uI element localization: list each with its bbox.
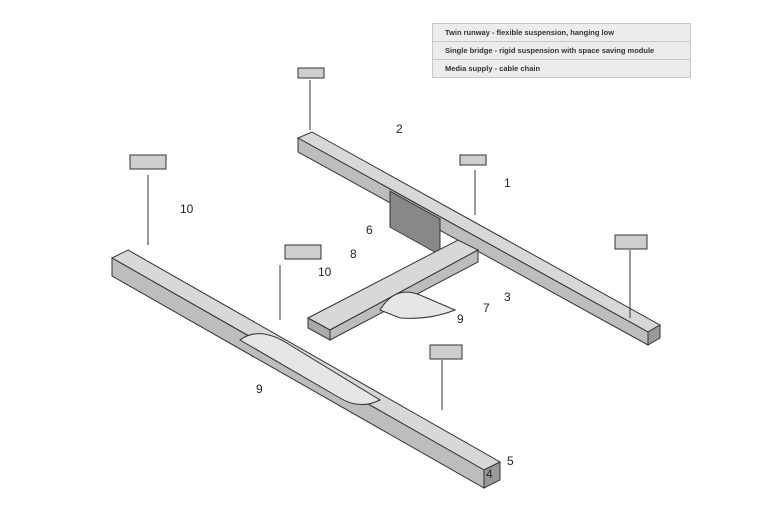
callout-label: 2 <box>396 122 403 136</box>
legend-row: Single bridge - rigid suspension with sp… <box>433 42 690 60</box>
suspensions <box>129 67 648 410</box>
cable-chain <box>379 291 457 319</box>
legend-row: Twin runway - flexible suspension, hangi… <box>433 24 690 42</box>
cable-chain <box>239 333 382 405</box>
callout-label: 10 <box>180 202 194 216</box>
module-plate <box>389 190 441 256</box>
legend-row: Media supply - cable chain <box>445 64 541 73</box>
callout-label: 5 <box>507 454 514 468</box>
bridge-beam <box>306 239 480 331</box>
callout-label: 3 <box>504 290 511 304</box>
callout-label: 4 <box>486 467 493 481</box>
callout-label: 10 <box>318 265 332 279</box>
callout-label: 7 <box>483 301 490 315</box>
callout-label: 9 <box>457 312 464 326</box>
callout-label: 6 <box>366 223 373 237</box>
callout-label: 9 <box>256 382 263 396</box>
callout-label: 8 <box>350 247 357 261</box>
legend-table: Twin runway - flexible suspension, hangi… <box>432 23 691 78</box>
callout-label: 1 <box>504 176 511 190</box>
